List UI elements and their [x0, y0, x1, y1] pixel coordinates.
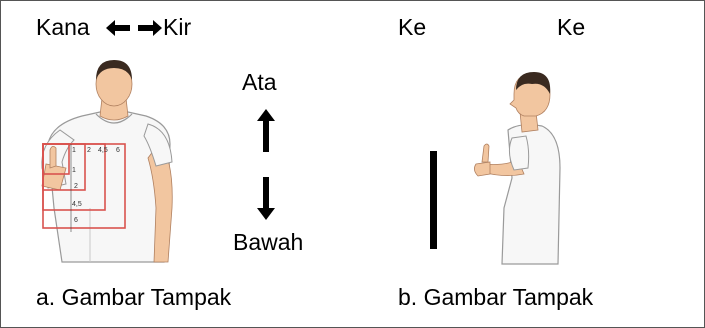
panel-b-left-label: Ke [398, 14, 427, 40]
up-arrow-icon [257, 109, 275, 152]
vertical-bottom-label: Bawah [233, 229, 304, 255]
vertical-bar [430, 151, 437, 249]
left-arrow-icon [106, 20, 130, 36]
side-view-person-illustration [474, 72, 561, 265]
grid-box-2 [42, 143, 86, 191]
grid-label-side-1: 1 [72, 167, 76, 174]
front-view-person-illustration [41, 60, 173, 263]
direction-left-label: Kana [36, 14, 90, 40]
vertical-top-label: Ata [242, 69, 277, 95]
panel-b-right-label: Ke [557, 14, 586, 40]
grid-label-top-45: 4,5 [98, 147, 108, 154]
grid-label-top-1: 1 [72, 147, 76, 154]
grid-label-top-2: 2 [87, 147, 91, 154]
measurement-grid: 1 2 4,5 6 1 2 4,5 6 [42, 143, 126, 232]
caption-b: b. Gambar Tampak [398, 284, 594, 310]
left-right-arrows [106, 20, 162, 36]
grid-label-side-45: 4,5 [72, 201, 82, 208]
grid-label-side-2: 2 [74, 183, 78, 190]
grid-label-side-6: 6 [74, 217, 78, 224]
grid-label-top-6: 6 [116, 147, 120, 154]
direction-right-label: Kir [163, 14, 192, 40]
grid-box-6 [42, 143, 126, 229]
grid-box-1 [42, 143, 70, 175]
right-arrow-icon [138, 20, 162, 36]
down-arrow-icon [257, 177, 275, 220]
caption-a: a. Gambar Tampak [36, 284, 232, 310]
